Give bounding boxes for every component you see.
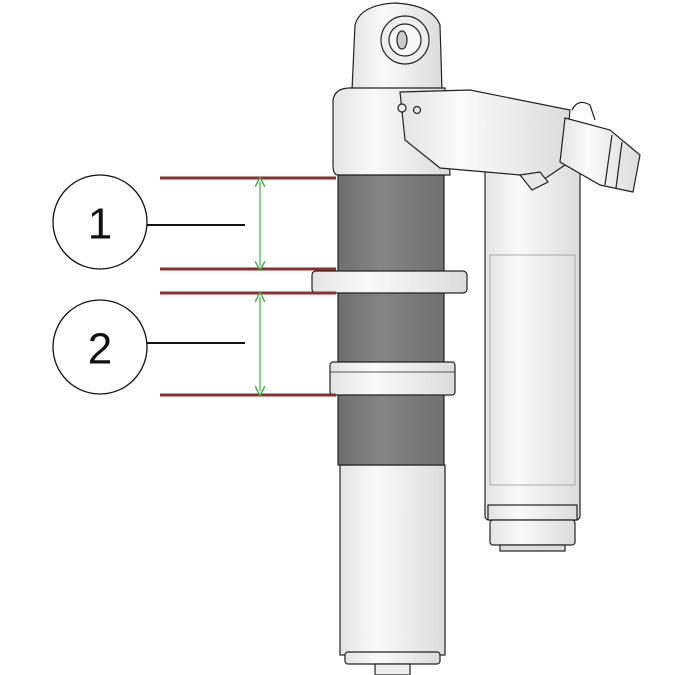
callout-circle-2	[52, 299, 148, 395]
callout-2: 2	[52, 299, 245, 395]
spring-section	[337, 174, 445, 466]
callout-circle-1	[52, 174, 148, 270]
shock-body	[311, 2, 641, 675]
lower-collar	[329, 361, 456, 396]
upper-collar	[311, 270, 468, 294]
callout-label-2: 2	[88, 325, 112, 374]
callout-label-1: 1	[88, 200, 112, 249]
boundary-lines	[160, 176, 336, 397]
reservoir	[484, 164, 581, 552]
callout-1: 1	[52, 174, 245, 270]
